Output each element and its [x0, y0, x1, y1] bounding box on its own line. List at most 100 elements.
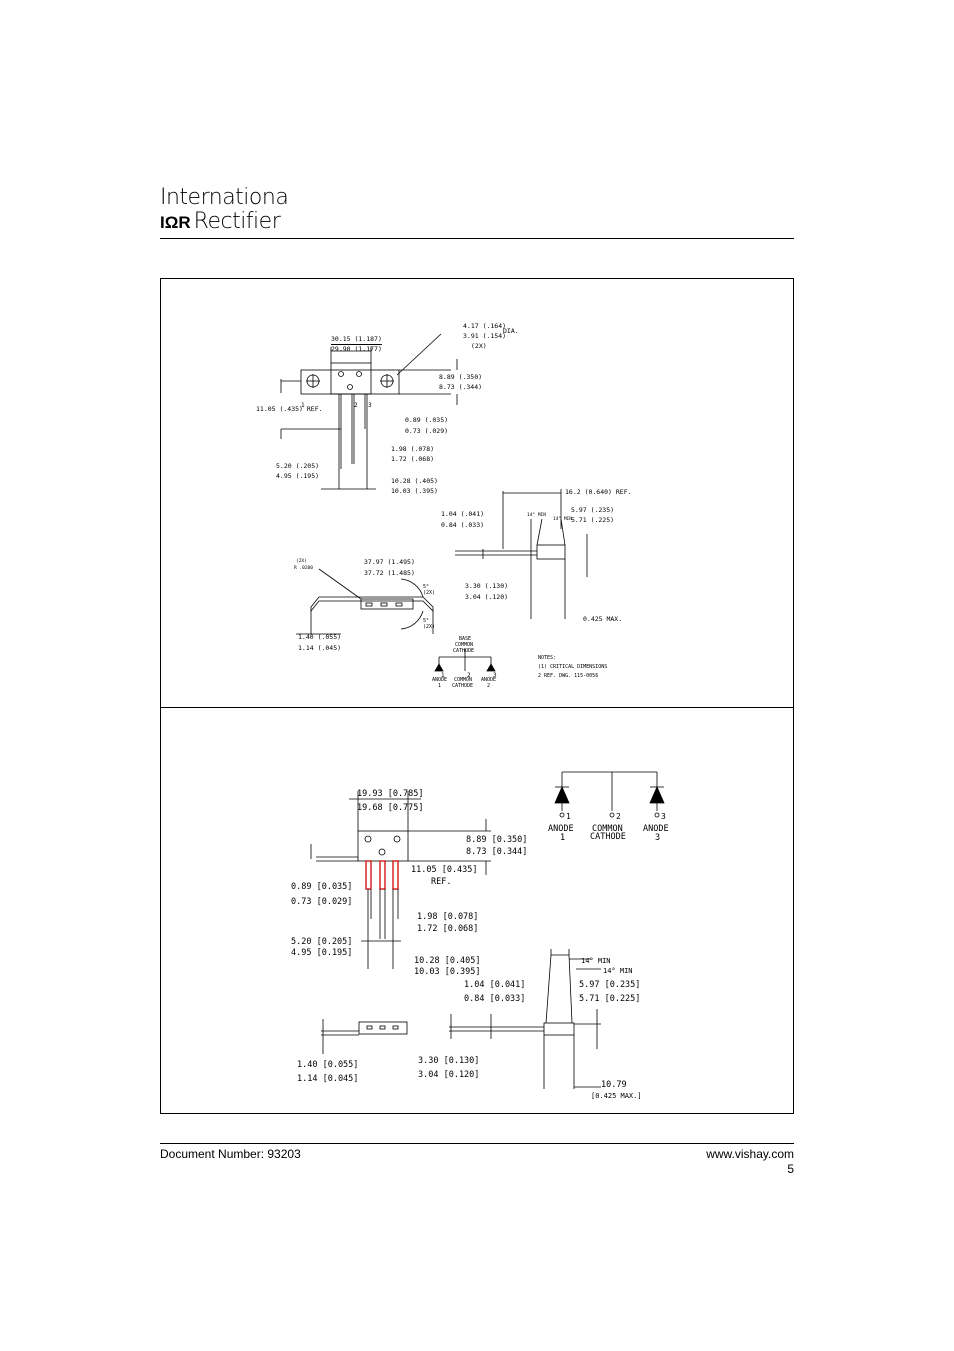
b-pitch-max: 1.98 [0.078]	[417, 912, 479, 922]
b-height-max: 8.89 [0.350]	[466, 835, 528, 845]
ref-length: 11.05 (.435) REF.	[256, 405, 323, 413]
lead-3-highlight	[392, 860, 399, 890]
side-height-max: 5.97 (.235)	[571, 506, 615, 514]
span1-max: 5.20 (.205)	[276, 462, 320, 470]
page-number: 5	[787, 1162, 794, 1176]
bent-length-min: 37.72 (1.485)	[364, 569, 415, 577]
height-min: 8.73 (.344)	[439, 383, 483, 391]
website-link[interactable]: www.vishay.com	[706, 1147, 794, 1161]
base-label-3: CATHODE	[453, 648, 475, 654]
b-pkg-thickness-min: 3.04 [0.120]	[418, 1070, 480, 1080]
base-thickness-min: 1.14 (.045)	[298, 644, 342, 652]
b-span1-min: 4.95 [0.195]	[291, 948, 353, 958]
pin1-number: 1	[438, 683, 442, 689]
base-thickness-max: 1.40 (.055)	[298, 633, 342, 641]
base-label-2: COMMON	[455, 642, 474, 648]
max-length: 0.425 MAX.	[583, 615, 623, 623]
pin-number-3: 3	[368, 402, 372, 409]
b-base-thickness-max: 1.40 [0.055]	[297, 1060, 359, 1070]
b-lead-thickness-max: 1.04 [0.041]	[464, 980, 526, 990]
b-ref-length: 11.05 [0.435]	[411, 865, 478, 875]
note-1: (1) CRITICAL DIMENSIONS	[538, 664, 608, 670]
logo-line-1: Internationa	[160, 185, 289, 210]
b-span2-min: 10.03 [0.395]	[414, 967, 481, 977]
bend-count: (2X)	[296, 559, 307, 564]
pin-width-max: 0.89 (.035)	[405, 416, 449, 424]
b-width-max: 19.93 [0.785]	[357, 789, 424, 799]
bottom-outline-drawing: 1 2 3	[310, 771, 666, 1089]
b-angle-2: 14° MIN	[603, 967, 633, 975]
b-base-thickness-min: 1.14 [0.045]	[297, 1074, 359, 1084]
top-outline-drawing: 1 2 3 1 2 3	[280, 333, 588, 679]
side-height-min: 5.71 (.225)	[571, 516, 615, 524]
span2-max: 10.28 (.405)	[391, 477, 438, 485]
base-label-1: BASE	[459, 636, 472, 642]
package-body-side-2	[543, 1022, 575, 1036]
package-body-side	[536, 544, 566, 560]
angle-5-lower-count: (2X)	[423, 624, 436, 630]
schematic-pin-b3: 3	[661, 812, 666, 821]
span1-min: 4.95 (.195)	[276, 472, 320, 480]
pin-number-1: 1	[301, 402, 305, 409]
b-pin2-label-2: CATHODE	[590, 832, 626, 842]
b-pin-width-max: 0.89 [0.035]	[291, 882, 353, 892]
lead-1-highlight	[365, 860, 372, 890]
angle-label-2: 14° MIN	[553, 517, 572, 522]
b-width-min: 19.68 [0.775]	[357, 803, 424, 813]
b-height-min: 8.73 [0.344]	[466, 847, 528, 857]
b-angle-1: 14° MIN	[581, 957, 611, 965]
angle-5-upper-count: (2X)	[423, 590, 436, 596]
b-lead-thickness-min: 0.84 [0.033]	[464, 994, 526, 1004]
b-span2-max: 10.28 [0.405]	[414, 956, 481, 966]
b-pin3-number: 3	[655, 833, 661, 843]
pin2-label-1: COMMON	[454, 677, 473, 683]
pin3-label: ANODE	[481, 677, 497, 683]
diode-symbol-3	[554, 786, 570, 804]
package-body-front-2	[357, 830, 409, 862]
dim-width-max: 30.15 (1.187)	[331, 335, 382, 343]
angle-5-lower: 5°	[423, 618, 430, 624]
diode-symbol-1	[434, 663, 444, 672]
height-max: 8.89 (.350)	[439, 373, 483, 381]
footer-right: www.vishay.com 5	[706, 1147, 794, 1177]
pin-number-2: 2	[354, 402, 358, 409]
logo-rectifier-text: Rectifier	[193, 209, 281, 234]
schematic-pin-2: 2	[467, 672, 471, 679]
pin1-label: ANODE	[432, 677, 448, 683]
b-pin3-label: ANODE	[643, 824, 669, 834]
b-pitch-min: 1.72 [0.068]	[417, 924, 479, 934]
hole-count: (2X)	[471, 342, 487, 350]
bend-radius: R .0200	[294, 566, 313, 571]
diode-symbol-4	[649, 786, 665, 804]
pin2-label-2: CATHODE	[452, 683, 474, 689]
b-side-height-max: 5.97 [0.235]	[579, 980, 641, 990]
b-pin-width-min: 0.73 [0.029]	[291, 897, 353, 907]
pkg-thickness-min: 3.04 (.120)	[465, 593, 509, 601]
b-side-height-min: 5.71 [0.225]	[579, 994, 641, 1004]
package-bottom-side	[358, 1021, 408, 1035]
lead-2-highlight	[379, 860, 386, 890]
side-ref: 16.2 (0.640) REF.	[565, 488, 632, 496]
lead-thickness-min: 0.84 (.033)	[441, 521, 485, 529]
dim-width-min: 29.90 (1.177)	[331, 345, 382, 353]
schematic-pin-b2: 2	[616, 812, 621, 821]
note-2: 2 REF. DWG. 115-0056	[538, 673, 599, 679]
hole-dia-min: 3.91 (.154)	[463, 332, 507, 340]
frame-divider	[161, 707, 793, 708]
b-span1-max: 5.20 [0.205]	[291, 937, 353, 947]
schematic-pin-b1: 1	[566, 812, 571, 821]
pitch-min: 1.72 (.068)	[391, 455, 435, 463]
dia-label: DIA.	[503, 327, 519, 335]
pitch-max: 1.98 (.078)	[391, 445, 435, 453]
notes-title: NOTES:	[538, 655, 557, 661]
angle-5-upper: 5°	[423, 584, 430, 590]
pin3-number: 2	[487, 683, 491, 689]
header-rule	[160, 238, 794, 239]
diode-symbol-2	[486, 663, 496, 672]
footer-rule	[160, 1143, 794, 1144]
b-max-length: 10.79	[601, 1080, 627, 1090]
angle-label-1: 14° MIN	[527, 513, 546, 518]
document-number: Document Number: 93203	[160, 1147, 301, 1161]
pkg-thickness-max: 3.30 (.130)	[465, 582, 509, 590]
